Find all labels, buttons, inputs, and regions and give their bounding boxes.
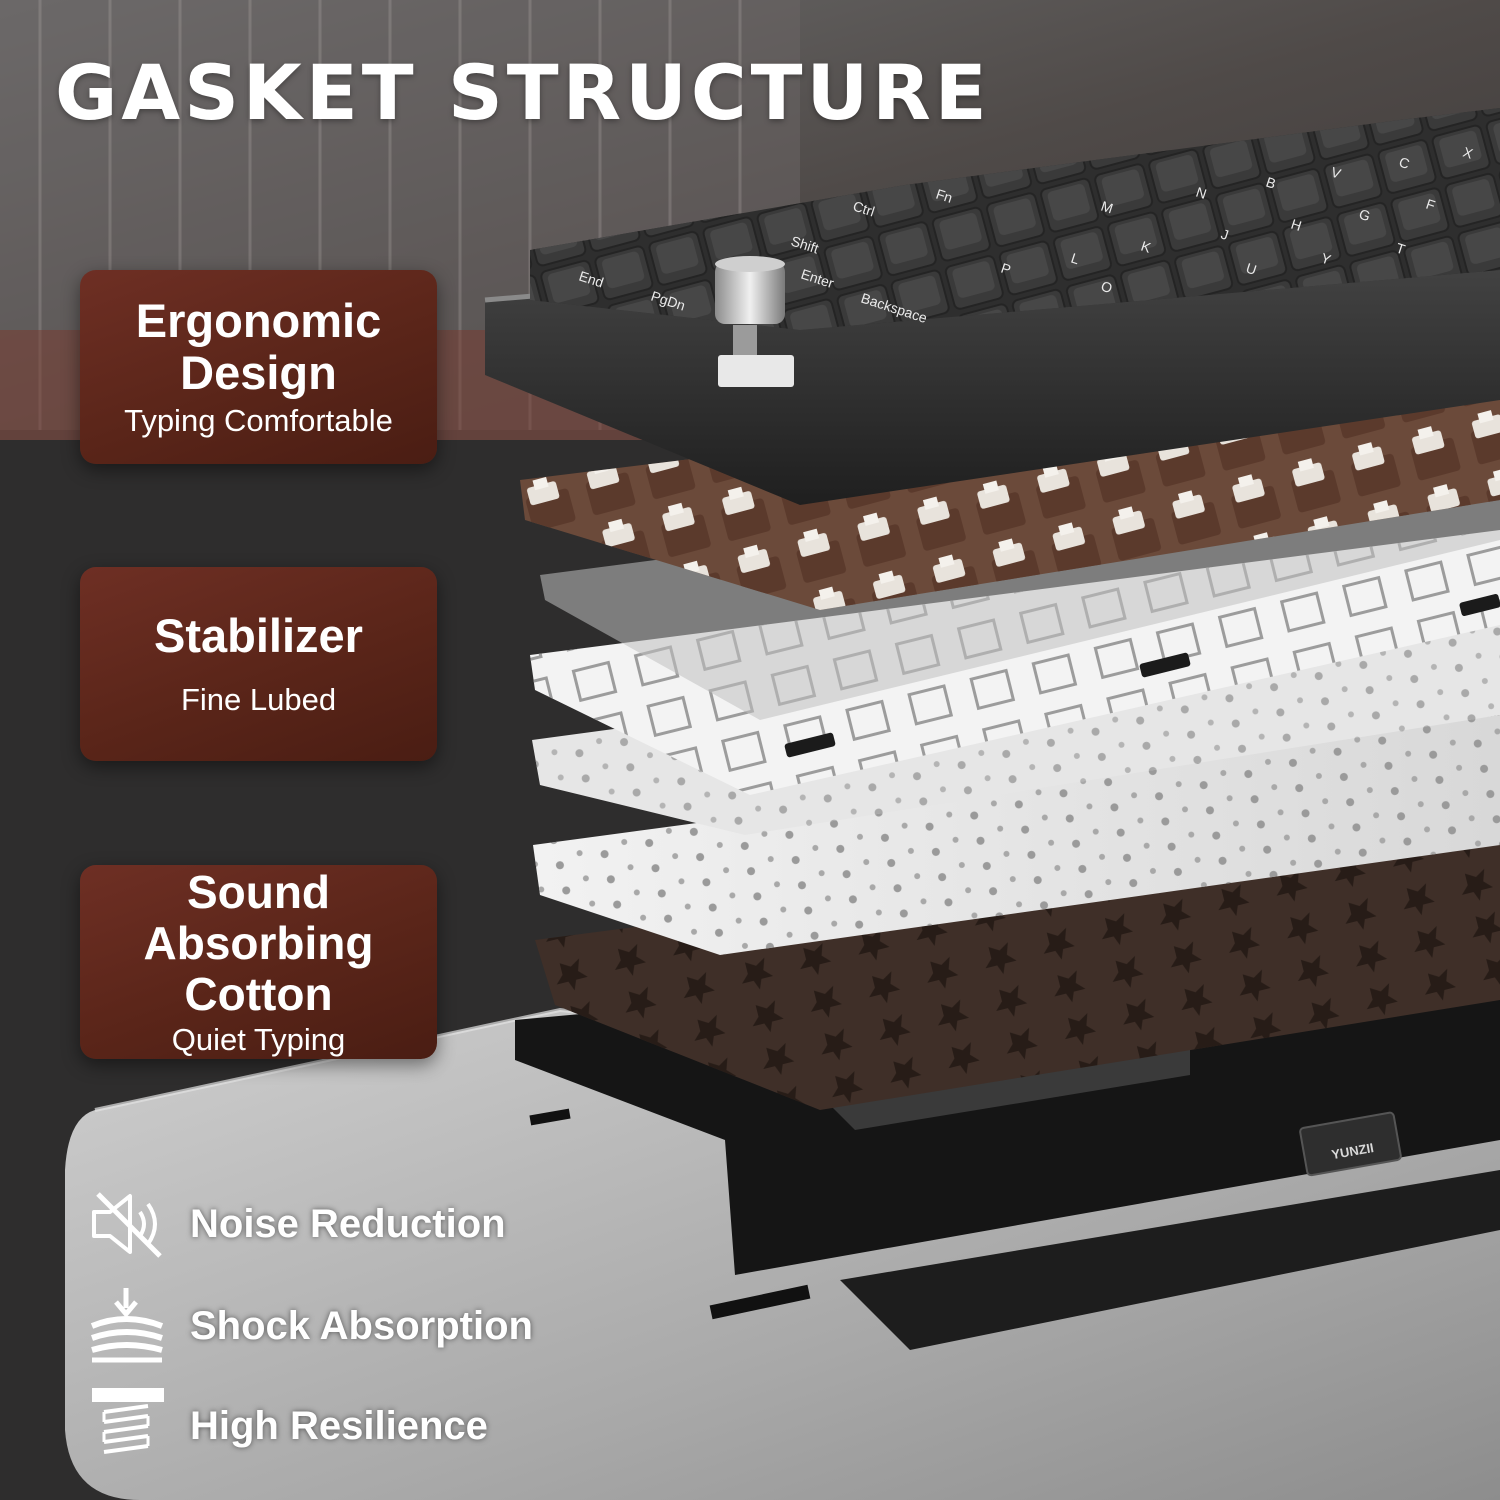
card-subtitle: Fine Lubed <box>180 682 337 717</box>
knob-top <box>715 256 785 272</box>
feature-label: Noise Reduction <box>190 1201 506 1246</box>
card-heading-line: Ergonomic <box>135 294 382 347</box>
feature-high-resilience: High Resilience <box>88 1386 608 1466</box>
gasket-strip <box>784 732 836 758</box>
pcb-holes <box>533 715 1500 955</box>
card-heading: Ergonomic Design <box>136 295 381 399</box>
card-subtitle: Typing Comfortable <box>124 403 393 438</box>
foam-pattern <box>535 815 1500 1110</box>
bottom-plate-lower <box>840 1170 1500 1350</box>
dongle-brand: YUNZII <box>1330 1140 1375 1162</box>
knob-base <box>718 355 794 387</box>
keycap-legend: N <box>1194 184 1209 202</box>
gasket-strip <box>1139 652 1191 678</box>
spring-icon <box>92 1388 164 1454</box>
feature-noise-reduction: Noise Reduction <box>88 1184 608 1264</box>
card-heading-line: Stabilizer <box>154 609 363 662</box>
page-title: GASKET STRUCTURE <box>55 48 991 137</box>
small-pad <box>529 1108 571 1126</box>
feature-label: High Resilience <box>190 1403 488 1448</box>
keycap-legend: M <box>1099 198 1115 217</box>
feature-shock-absorption: Shock Absorption <box>88 1286 608 1366</box>
keycap-legend: J <box>1219 226 1231 243</box>
keycap-legend: U <box>1244 260 1259 278</box>
card-heading: Stabilizer <box>154 610 363 662</box>
small-pad <box>709 1284 811 1320</box>
card-heading-line: Design <box>180 346 337 399</box>
muted-speaker-icon <box>92 1192 162 1258</box>
feature-card-stabilizer: Stabilizer Fine Lubed <box>80 567 437 761</box>
knob-cap <box>715 262 785 324</box>
card-heading-line: Absorbing <box>143 916 374 969</box>
keycap-legend: Fn <box>934 186 954 206</box>
keycap-legend: Ctrl <box>851 198 877 220</box>
feature-card-ergonomic: Ergonomic Design Typing Comfortable <box>80 270 437 464</box>
usb-dongle <box>1299 1111 1402 1177</box>
card-heading: Sound Absorbing Cotton <box>143 865 374 1020</box>
feature-card-sound-absorbing: Sound Absorbing Cotton Quiet Typing <box>80 865 437 1059</box>
card-heading-line: Cotton <box>184 967 333 1020</box>
card-subtitle: Quiet Typing <box>171 1021 346 1057</box>
compression-layers-icon <box>90 1288 164 1363</box>
feature-label: Shock Absorption <box>190 1303 533 1348</box>
gasket-strip <box>1459 594 1500 616</box>
keycap-legend: O <box>1099 278 1114 297</box>
keycap-legend: G <box>1357 206 1372 225</box>
card-heading-line: Sound <box>186 865 331 918</box>
keycap-legend: C <box>1397 154 1412 172</box>
keycap-legend: End <box>577 268 606 291</box>
keycap-legend: H <box>1289 216 1304 234</box>
